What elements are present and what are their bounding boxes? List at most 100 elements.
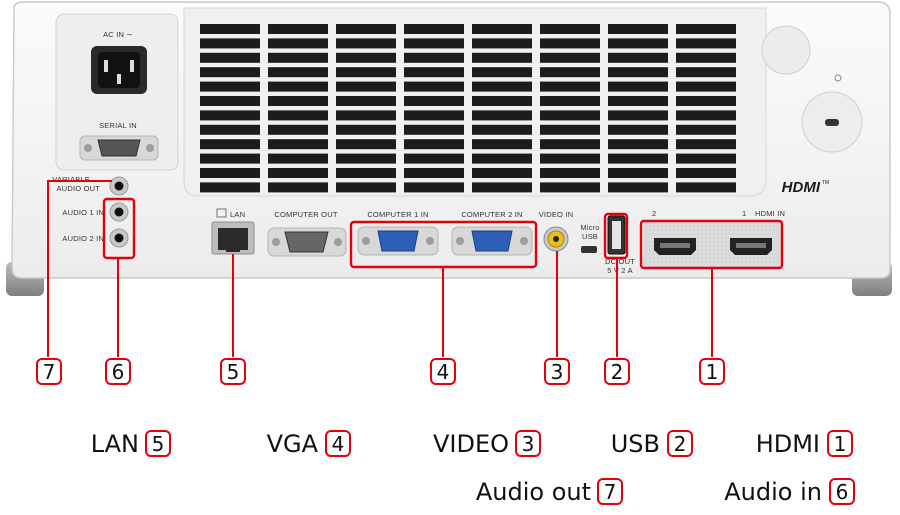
vent-slot	[404, 124, 464, 135]
legend-video-text: VIDEO	[433, 430, 509, 458]
legend-usb: USB 2	[611, 430, 693, 458]
vent-slot	[472, 52, 532, 63]
legend-video-number: 3	[522, 432, 535, 456]
vent-slot	[676, 182, 736, 193]
vent-slot	[268, 124, 328, 135]
computer-out-label: COMPUTER OUT	[274, 210, 337, 219]
legend-audio-out-text: Audio out	[476, 478, 591, 506]
svg-text:5: 5	[227, 360, 240, 384]
port-legend: LAN 5 VGA 4 VIDEO 3 USB 2 HDMI 1 Audio o…	[91, 430, 855, 506]
vent-slot	[540, 67, 600, 78]
computer-out-port[interactable]: COMPUTER OUT	[267, 210, 347, 257]
vent-slot	[268, 110, 328, 121]
vent-slot	[200, 182, 260, 193]
vent-slot	[404, 168, 464, 178]
legend-lan-text: LAN	[91, 430, 139, 458]
hdmi1-label: 1	[742, 209, 746, 218]
hdmi-ports[interactable]: HDMI TM 2 1 HDMI IN	[643, 179, 829, 268]
vent-slot	[608, 139, 668, 150]
legend-audio-out: Audio out 7	[476, 478, 623, 506]
vent-slot	[676, 24, 736, 34]
vent-slot	[268, 153, 328, 164]
usb-dc-out-port[interactable]: DC OUT 5 V 2 A	[605, 215, 635, 275]
vent-slot	[336, 24, 396, 34]
vent-slot	[540, 38, 600, 49]
legend-vga-number: 4	[332, 432, 345, 456]
vent-slot	[336, 81, 396, 92]
vent-slot	[472, 67, 532, 78]
svg-text:7: 7	[43, 360, 56, 384]
vent-slot	[608, 110, 668, 121]
vent-slot	[404, 153, 464, 164]
vent-slot	[268, 52, 328, 63]
callout-4: 4	[430, 358, 456, 385]
vent-slot	[268, 139, 328, 150]
vent-slot	[336, 96, 396, 106]
vent-slot	[404, 139, 464, 150]
vent-slot	[472, 153, 532, 164]
lan-label: LAN	[230, 210, 245, 219]
vent-slot	[676, 67, 736, 78]
vent-slot	[200, 81, 260, 92]
legend-hdmi: HDMI 1	[756, 430, 853, 458]
vent-slot	[472, 182, 532, 193]
vent-slot	[540, 182, 600, 193]
audio2-in-label: AUDIO 2 IN	[62, 234, 104, 243]
vent-slot	[608, 52, 668, 63]
vent-slot	[200, 168, 260, 178]
vent-slot	[676, 52, 736, 63]
vent-slot	[404, 52, 464, 63]
vent-slot	[404, 38, 464, 49]
callout-1: 1	[699, 358, 725, 385]
micro-usb-label-2: USB	[582, 232, 598, 241]
micro-usb-label-1: Micro	[580, 223, 599, 232]
vent-slot	[404, 24, 464, 34]
legend-audio-out-number: 7	[604, 480, 617, 504]
video-in-label: VIDEO IN	[539, 210, 574, 219]
vent-slot	[268, 24, 328, 34]
vent-slot	[472, 24, 532, 34]
vent-slot	[540, 52, 600, 63]
vent-slot	[336, 153, 396, 164]
legend-lan-number: 5	[152, 432, 165, 456]
vent-slot	[200, 38, 260, 49]
vent-slot	[268, 168, 328, 178]
micro-usb-port[interactable]: Micro USB	[580, 223, 599, 253]
vent-slot	[472, 110, 532, 121]
vent-slot	[404, 67, 464, 78]
vent-slot	[200, 124, 260, 135]
leader-7	[47, 180, 112, 357]
vent-slot	[336, 110, 396, 121]
legend-usb-text: USB	[611, 430, 660, 458]
audio1-in-label: AUDIO 1 IN	[62, 208, 104, 217]
legend-video: VIDEO 3	[433, 430, 541, 458]
vent-slot	[336, 124, 396, 135]
legend-hdmi-text: HDMI	[756, 430, 820, 458]
vent-slot	[676, 153, 736, 164]
svg-text:1: 1	[706, 360, 719, 384]
vent-slot	[472, 168, 532, 178]
vent-slot	[404, 110, 464, 121]
serial-in-port[interactable]: SERIAL IN	[79, 121, 159, 161]
hdmi2-label: 2	[652, 209, 656, 218]
vent-slot	[336, 52, 396, 63]
computer-in-ports[interactable]: COMPUTER 1 IN COMPUTER 2 IN	[357, 210, 533, 256]
lan-port[interactable]: LAN	[211, 208, 255, 255]
vent-slot	[404, 96, 464, 106]
vent-slot	[268, 38, 328, 49]
vent-slot	[200, 67, 260, 78]
vent-slot	[676, 110, 736, 121]
vent-slot	[608, 182, 668, 193]
vent-slot	[200, 139, 260, 150]
security-lock	[761, 25, 863, 153]
vent-slot	[608, 153, 668, 164]
callout-2: 2	[604, 358, 630, 385]
computer2-in-label: COMPUTER 2 IN	[461, 210, 522, 219]
vent-slot	[608, 168, 668, 178]
vent-slot	[404, 81, 464, 92]
vent-slot	[540, 139, 600, 150]
vent-slot	[608, 96, 668, 106]
vent-slot	[268, 182, 328, 193]
ac-inlet: AC IN ∼	[91, 30, 147, 94]
